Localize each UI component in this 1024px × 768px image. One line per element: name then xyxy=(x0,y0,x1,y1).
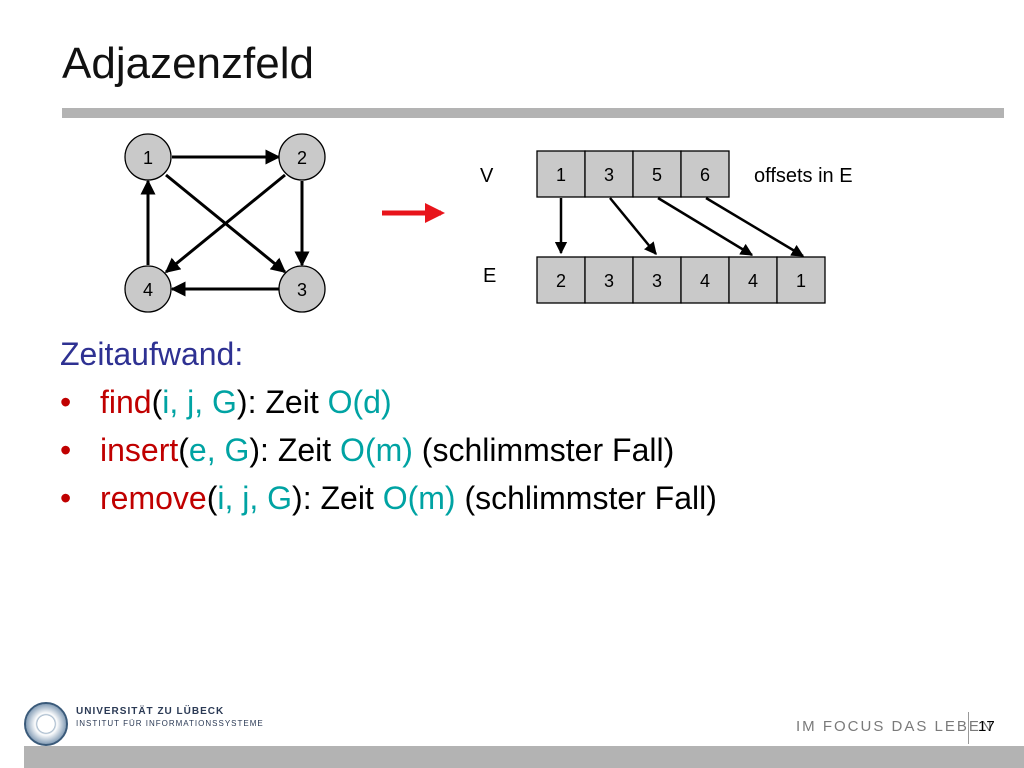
complexity: O(m) xyxy=(340,432,413,468)
function-name: remove xyxy=(100,480,207,516)
offset-pointers xyxy=(554,196,805,258)
cell-value: 1 xyxy=(556,165,566,185)
paren-open: ( xyxy=(178,432,189,468)
complexity: O(d) xyxy=(327,384,392,420)
institute-name: INSTITUT FÜR INFORMATIONSSYSTEME xyxy=(76,719,264,728)
graph-node-label: 3 xyxy=(297,280,307,300)
time-label: ): Zeit xyxy=(249,432,341,468)
graph-node-label: 4 xyxy=(143,280,153,300)
e-array-label: E xyxy=(483,265,496,287)
function-name: insert xyxy=(100,432,179,468)
v-cell: 1 xyxy=(536,150,586,198)
function-args: i, j, G xyxy=(217,480,293,516)
graph-node-2: 2 xyxy=(278,133,326,181)
e-cell: 1 xyxy=(776,256,826,304)
cost-list: •find(i, j, G): Zeit O(d) •insert(e, G):… xyxy=(60,378,717,522)
title-rule xyxy=(62,108,1004,118)
page-number: 17 xyxy=(978,718,995,735)
v-cell: 6 xyxy=(680,150,730,198)
offset-pointer xyxy=(609,197,657,255)
cost-heading: Zeitaufwand: xyxy=(60,336,244,372)
graph-edges xyxy=(140,149,310,297)
v-array-label: V xyxy=(480,165,494,187)
bullet-icon: • xyxy=(60,480,72,516)
list-item: • insert(e, G): Zeit O(m) (schlimmster Fa… xyxy=(60,426,717,474)
cell-value: 3 xyxy=(652,271,662,291)
function-args: i, j, G xyxy=(162,384,237,420)
e-array: 2 3 3 4 4 1 xyxy=(536,256,826,304)
offsets-label: offsets in E xyxy=(754,165,853,187)
time-label: ): Zeit xyxy=(292,480,383,516)
paren-open: ( xyxy=(151,384,163,420)
edge-2-4 xyxy=(164,173,286,274)
cell-value: 4 xyxy=(748,271,758,291)
slide-title: Adjazenzfeld xyxy=(62,39,314,88)
list-item: • find(i, j, G): Zeit O(d) xyxy=(60,378,717,426)
cell-value: 1 xyxy=(796,271,806,291)
e-cell: 3 xyxy=(632,256,682,304)
footer-motto: IM FOCUS DAS LEBEN xyxy=(796,718,994,735)
university-seal-icon xyxy=(24,702,68,746)
graph-node-1: 1 xyxy=(124,133,172,181)
v-cell: 3 xyxy=(584,150,634,198)
university-name: UNIVERSITÄT ZU LÜBECK xyxy=(76,706,225,717)
cell-value: 6 xyxy=(700,165,710,185)
graph-node-4: 4 xyxy=(124,265,172,313)
graph-node-3: 3 xyxy=(278,265,326,313)
paren-open: ( xyxy=(206,480,218,516)
graph-node-label: 1 xyxy=(143,148,153,168)
e-cell: 3 xyxy=(584,256,634,304)
complexity: O(m) xyxy=(382,480,456,516)
case-note: (schlimmster Fall) xyxy=(455,480,717,516)
e-cell: 4 xyxy=(728,256,778,304)
v-array: 1 3 5 6 xyxy=(536,150,730,198)
footer-divider xyxy=(968,712,969,744)
offset-pointer xyxy=(657,196,754,257)
offset-pointer xyxy=(705,196,805,258)
e-cell: 2 xyxy=(536,256,586,304)
function-name: find xyxy=(100,384,152,420)
footer-bar xyxy=(24,746,1024,768)
cell-value: 2 xyxy=(556,271,566,291)
v-cell: 5 xyxy=(632,150,682,198)
list-item: • remove(i, j, G): Zeit O(m) (schlimmster… xyxy=(60,474,717,522)
case-note: (schlimmster Fall) xyxy=(412,432,675,468)
bullet-icon: • xyxy=(60,384,72,420)
e-cell: 4 xyxy=(680,256,730,304)
bullet-icon: • xyxy=(60,432,72,468)
cell-value: 3 xyxy=(604,271,614,291)
cell-value: 3 xyxy=(604,165,614,185)
slide-footer: UNIVERSITÄT ZU LÜBECK INSTITUT FÜR INFOR… xyxy=(0,688,1024,768)
time-label: ): Zeit xyxy=(236,384,328,420)
graph-node-label: 2 xyxy=(297,148,307,168)
cell-value: 4 xyxy=(700,271,710,291)
function-args: e, G xyxy=(188,432,250,468)
cell-value: 5 xyxy=(652,165,662,185)
adjacency-diagram: 1 2 3 4 V E offsets in E 1 3 5 6 xyxy=(124,133,853,313)
